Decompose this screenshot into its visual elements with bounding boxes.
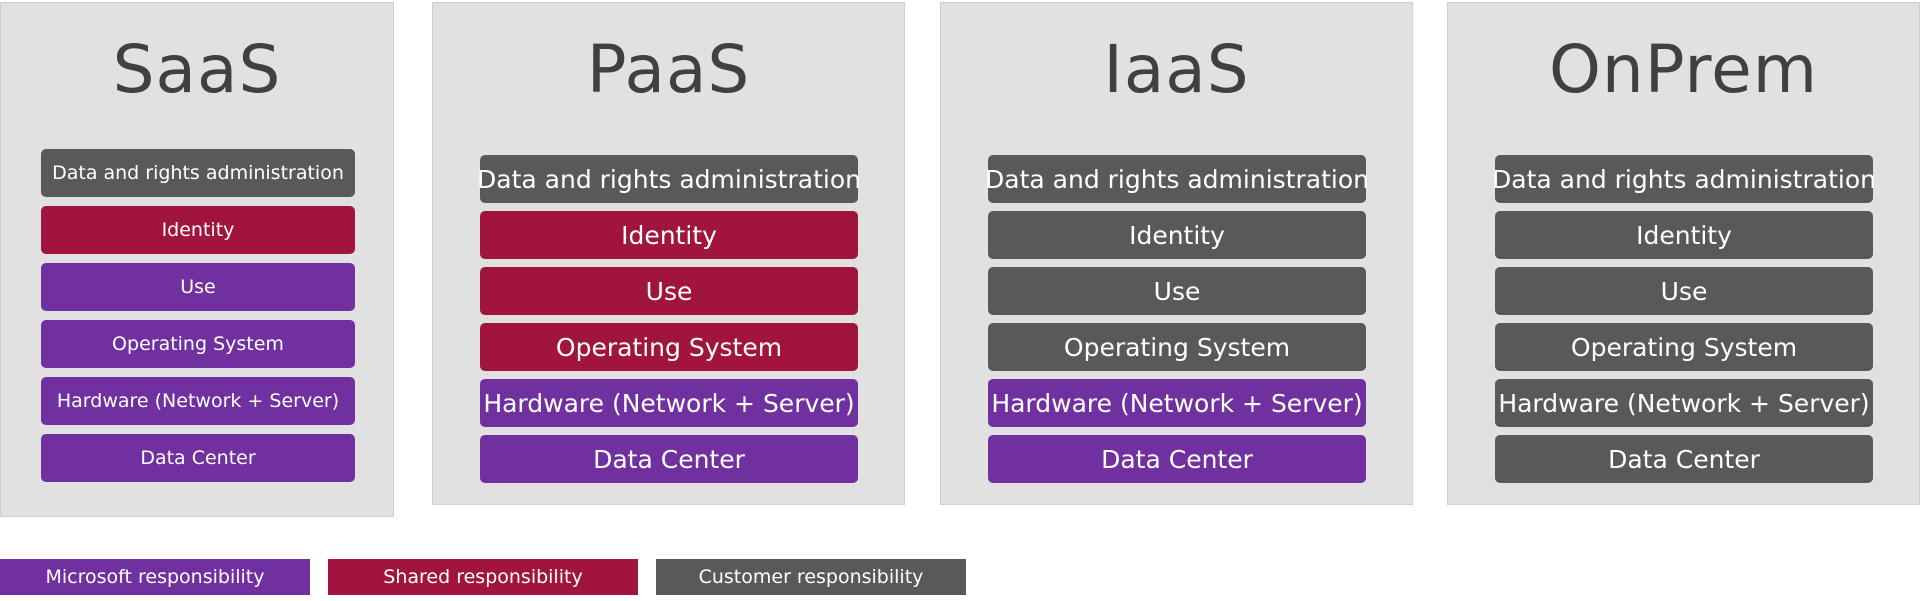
saas-layer-operating-system: Operating System [41, 320, 355, 368]
onprem-title: OnPrem [1548, 31, 1818, 108]
onprem-layer-data-center: Data Center [1495, 435, 1873, 483]
paas-layer-data-center: Data Center [480, 435, 858, 483]
saas-layer-data-center: Data Center [41, 434, 355, 482]
saas-layer-hardware: Hardware (Network + Server) [41, 377, 355, 425]
saas-layer-identity: Identity [41, 206, 355, 254]
iaas-layer-use: Use [988, 267, 1366, 315]
onprem-layer-operating-system: Operating System [1495, 323, 1873, 371]
iaas-layer-identity: Identity [988, 211, 1366, 259]
saas-layer-data-rights-admin: Data and rights administration [41, 149, 355, 197]
iaas-title: IaaS [1103, 31, 1250, 108]
paas-layer-use: Use [480, 267, 858, 315]
paas-layer-identity: Identity [480, 211, 858, 259]
onprem-layer-identity: Identity [1495, 211, 1873, 259]
iaas-layer-operating-system: Operating System [988, 323, 1366, 371]
onprem-layer-hardware: Hardware (Network + Server) [1495, 379, 1873, 427]
paas-title: PaaS [586, 31, 751, 108]
legend-microsoft: Microsoft responsibility [0, 559, 310, 595]
saas-layer-use: Use [41, 263, 355, 311]
saas-title: SaaS [112, 31, 282, 108]
legend-customer: Customer responsibility [656, 559, 966, 595]
paas-layer-hardware: Hardware (Network + Server) [480, 379, 858, 427]
paas-layer-data-rights-admin: Data and rights administration [477, 155, 861, 203]
iaas-layer-data-rights-admin: Data and rights administration [985, 155, 1369, 203]
paas-layer-operating-system: Operating System [480, 323, 858, 371]
iaas-layer-data-center: Data Center [988, 435, 1366, 483]
onprem-layer-data-rights-admin: Data and rights administration [1492, 155, 1876, 203]
iaas-layer-hardware: Hardware (Network + Server) [988, 379, 1366, 427]
legend-shared: Shared responsibility [328, 559, 638, 595]
onprem-layer-use: Use [1495, 267, 1873, 315]
